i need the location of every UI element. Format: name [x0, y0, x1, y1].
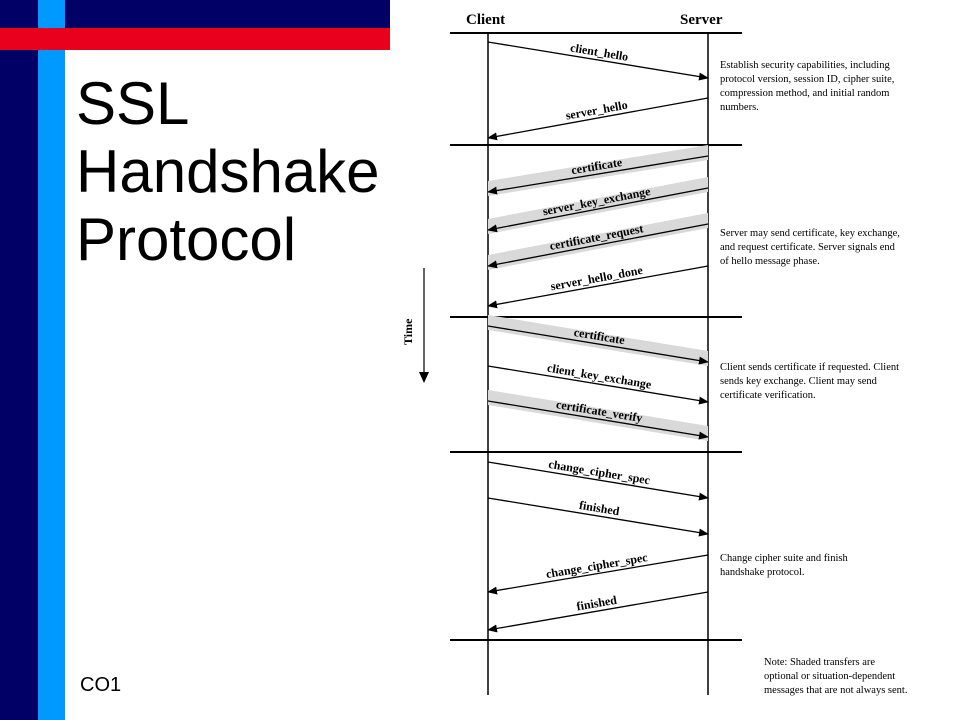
description-line: Change cipher suite and finish: [720, 553, 848, 564]
description-line: compression method, and initial random: [720, 88, 889, 99]
message-arrow: [487, 365, 709, 405]
message-label: finished: [578, 498, 621, 518]
server-header: Server: [680, 12, 723, 28]
note-line: Note: Shaded transfers are: [764, 657, 875, 668]
phase-2-description: Server may send certificate, key exchang…: [720, 228, 900, 267]
phase-1-description: Establish security capabilities, includi…: [720, 60, 894, 113]
message-arrow: [487, 554, 709, 595]
title-line: SSL: [76, 70, 190, 137]
cyan-side-band: [38, 0, 65, 720]
description-line: Server may send certificate, key exchang…: [720, 228, 900, 239]
description-line: handshake protocol.: [720, 567, 805, 578]
message-finished: finished: [487, 591, 709, 633]
description-line: protocol version, session ID, cipher sui…: [720, 74, 894, 85]
description-line: Establish security capabilities, includi…: [720, 60, 890, 71]
description-line: and request certificate. Server signals …: [720, 242, 896, 253]
message-arrow: [487, 461, 709, 501]
messages-layer: client_helloserver_hellocertificateserve…: [487, 40, 709, 633]
navy-side-band: [0, 0, 38, 720]
time-arrow-icon: [419, 372, 429, 383]
time-label: Time: [401, 318, 415, 345]
message-arrow: [487, 591, 709, 633]
message-arrow: [487, 187, 709, 233]
description-line: Client sends certificate if requested. C…: [720, 362, 899, 373]
message-label: finished: [575, 593, 618, 614]
handshake-sequence-diagram: Client Server Time client_hello server_he…: [401, 12, 907, 696]
message-arrow: [487, 265, 709, 309]
message-label: client_key_exchange: [546, 361, 653, 392]
description-line: certificate verification.: [720, 390, 816, 401]
time-axis: Time: [401, 268, 429, 383]
title-line: Handshake: [76, 138, 380, 205]
message-certificate-verify: certificate_verify: [487, 390, 709, 441]
message-label: change_cipher_spec: [548, 457, 652, 488]
message-arrow: [487, 155, 709, 195]
note-line: messages that are not always sent.: [764, 685, 907, 696]
message-arrow: [487, 41, 709, 81]
navy-top-band: [65, 0, 390, 28]
message-arrow: [487, 325, 709, 365]
description-line: numbers.: [720, 102, 759, 113]
phase-3-description: Client sends certificate if requested. C…: [720, 362, 899, 401]
red-top-band: [0, 28, 390, 50]
message-arrow: [487, 97, 709, 141]
message-client-hello: client_hello: [487, 40, 709, 81]
note-line: optional or situation-dependent: [764, 671, 895, 682]
client-header: Client: [466, 12, 505, 28]
message-label: server_hello_done: [549, 263, 644, 294]
shading-note: Note: Shaded transfers are optional or s…: [764, 657, 907, 696]
message-server-hello-done: server_hello_done: [487, 263, 709, 309]
message-server-hello: server_hello: [487, 97, 709, 141]
message-arrow: [487, 223, 709, 269]
message-certificate: certificate: [487, 145, 709, 196]
description-line: of hello message phase.: [720, 256, 820, 267]
title-line: Protocol: [76, 206, 297, 273]
message-change-cipher-spec: change_cipher_spec: [487, 457, 709, 501]
slide-title: SSL Handshake Protocol: [76, 70, 380, 274]
message-finished: finished: [487, 497, 709, 537]
message-arrow: [487, 497, 709, 537]
description-line: sends key exchange. Client may send: [720, 376, 878, 387]
phase-4-description: Change cipher suite and finish handshake…: [720, 553, 848, 578]
slide-footer: CO1: [80, 674, 122, 696]
message-arrow: [487, 400, 709, 440]
message-certificate: certificate: [487, 315, 709, 366]
message-label: change_cipher_spec: [545, 550, 649, 581]
message-change-cipher-spec: change_cipher_spec: [487, 550, 709, 595]
